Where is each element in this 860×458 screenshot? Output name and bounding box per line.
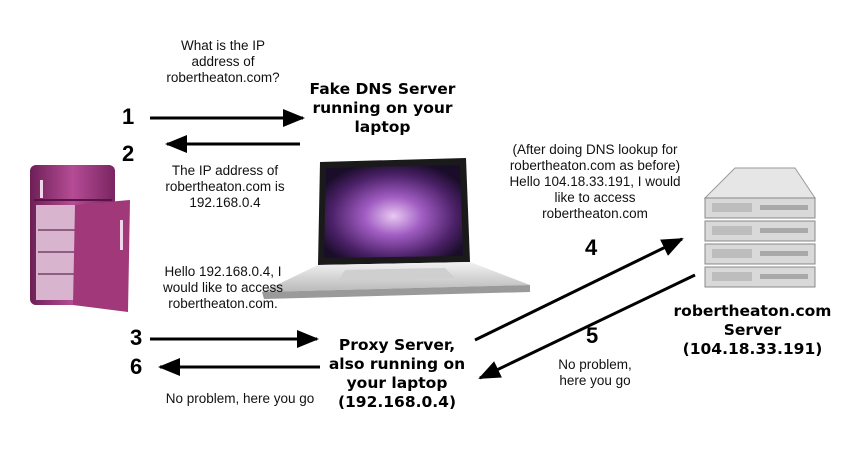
- label-line: running on your: [312, 99, 453, 117]
- laptop-icon: [262, 158, 530, 299]
- proxy-server-label: Proxy Server, also running on your lapto…: [322, 336, 472, 412]
- label-line: robertheaton.com: [673, 302, 832, 320]
- note-line: like to access: [554, 190, 636, 205]
- note-line: Hello 192.168.0.4, I: [164, 264, 282, 279]
- step-3-number: 3: [130, 325, 143, 350]
- arrow-step-5: [478, 273, 696, 380]
- note-line: robertheaton.com is: [165, 179, 285, 194]
- label-line: (104.18.33.191): [682, 340, 823, 358]
- note-line: The IP address of: [171, 163, 279, 178]
- note-line: robertheaton.com?: [166, 70, 280, 85]
- step-4-number: 4: [585, 235, 598, 260]
- server-icon: [703, 167, 816, 288]
- label-line: Fake DNS Server: [309, 80, 456, 98]
- note-line: Hello 104.18.33.191, I would: [509, 174, 681, 189]
- step-5-number: 5: [586, 323, 599, 348]
- dns-response-note: The IP address of robertheaton.com is 19…: [140, 163, 310, 211]
- label-line: also running on: [328, 355, 466, 373]
- label-line: (192.168.0.4): [337, 393, 457, 411]
- note-line: here you go: [559, 373, 631, 388]
- note-line: robertheaton.com: [542, 206, 648, 221]
- dns-server-label: Fake DNS Server running on your laptop: [300, 80, 465, 137]
- label-line: your laptop: [346, 374, 448, 392]
- note-line: would like to access: [162, 280, 284, 295]
- step-1-number: 1: [122, 104, 135, 129]
- note-line: (After doing DNS lookup for: [512, 142, 678, 157]
- client-response-note: No problem, here you go: [165, 391, 315, 406]
- smart-fridge-icon: [30, 165, 130, 312]
- note-line: What is the IP: [180, 38, 266, 53]
- server-label: robertheaton.com Server (104.18.33.191): [670, 302, 835, 359]
- step-6-number: 6: [130, 354, 143, 379]
- server-response-note: No problem, here you go: [540, 357, 650, 389]
- step-2-number: 2: [122, 141, 135, 166]
- client-request-note: Hello 192.168.0.4, I would like to acces…: [138, 264, 308, 312]
- label-line: Server: [723, 321, 782, 339]
- note-line: robertheaton.com.: [168, 296, 278, 311]
- proxy-upstream-note: (After doing DNS lookup for robertheaton…: [480, 142, 710, 222]
- note-line: robertheaton.com as before): [509, 158, 681, 173]
- label-line: laptop: [354, 118, 411, 136]
- note-line: No problem,: [558, 357, 632, 372]
- arrow-step-4: [474, 237, 684, 342]
- label-line: Proxy Server,: [338, 336, 456, 354]
- client-question-note: What is the IP address of robertheaton.c…: [148, 38, 298, 86]
- note-line: address of: [191, 54, 255, 69]
- note-line: 192.168.0.4: [189, 195, 261, 210]
